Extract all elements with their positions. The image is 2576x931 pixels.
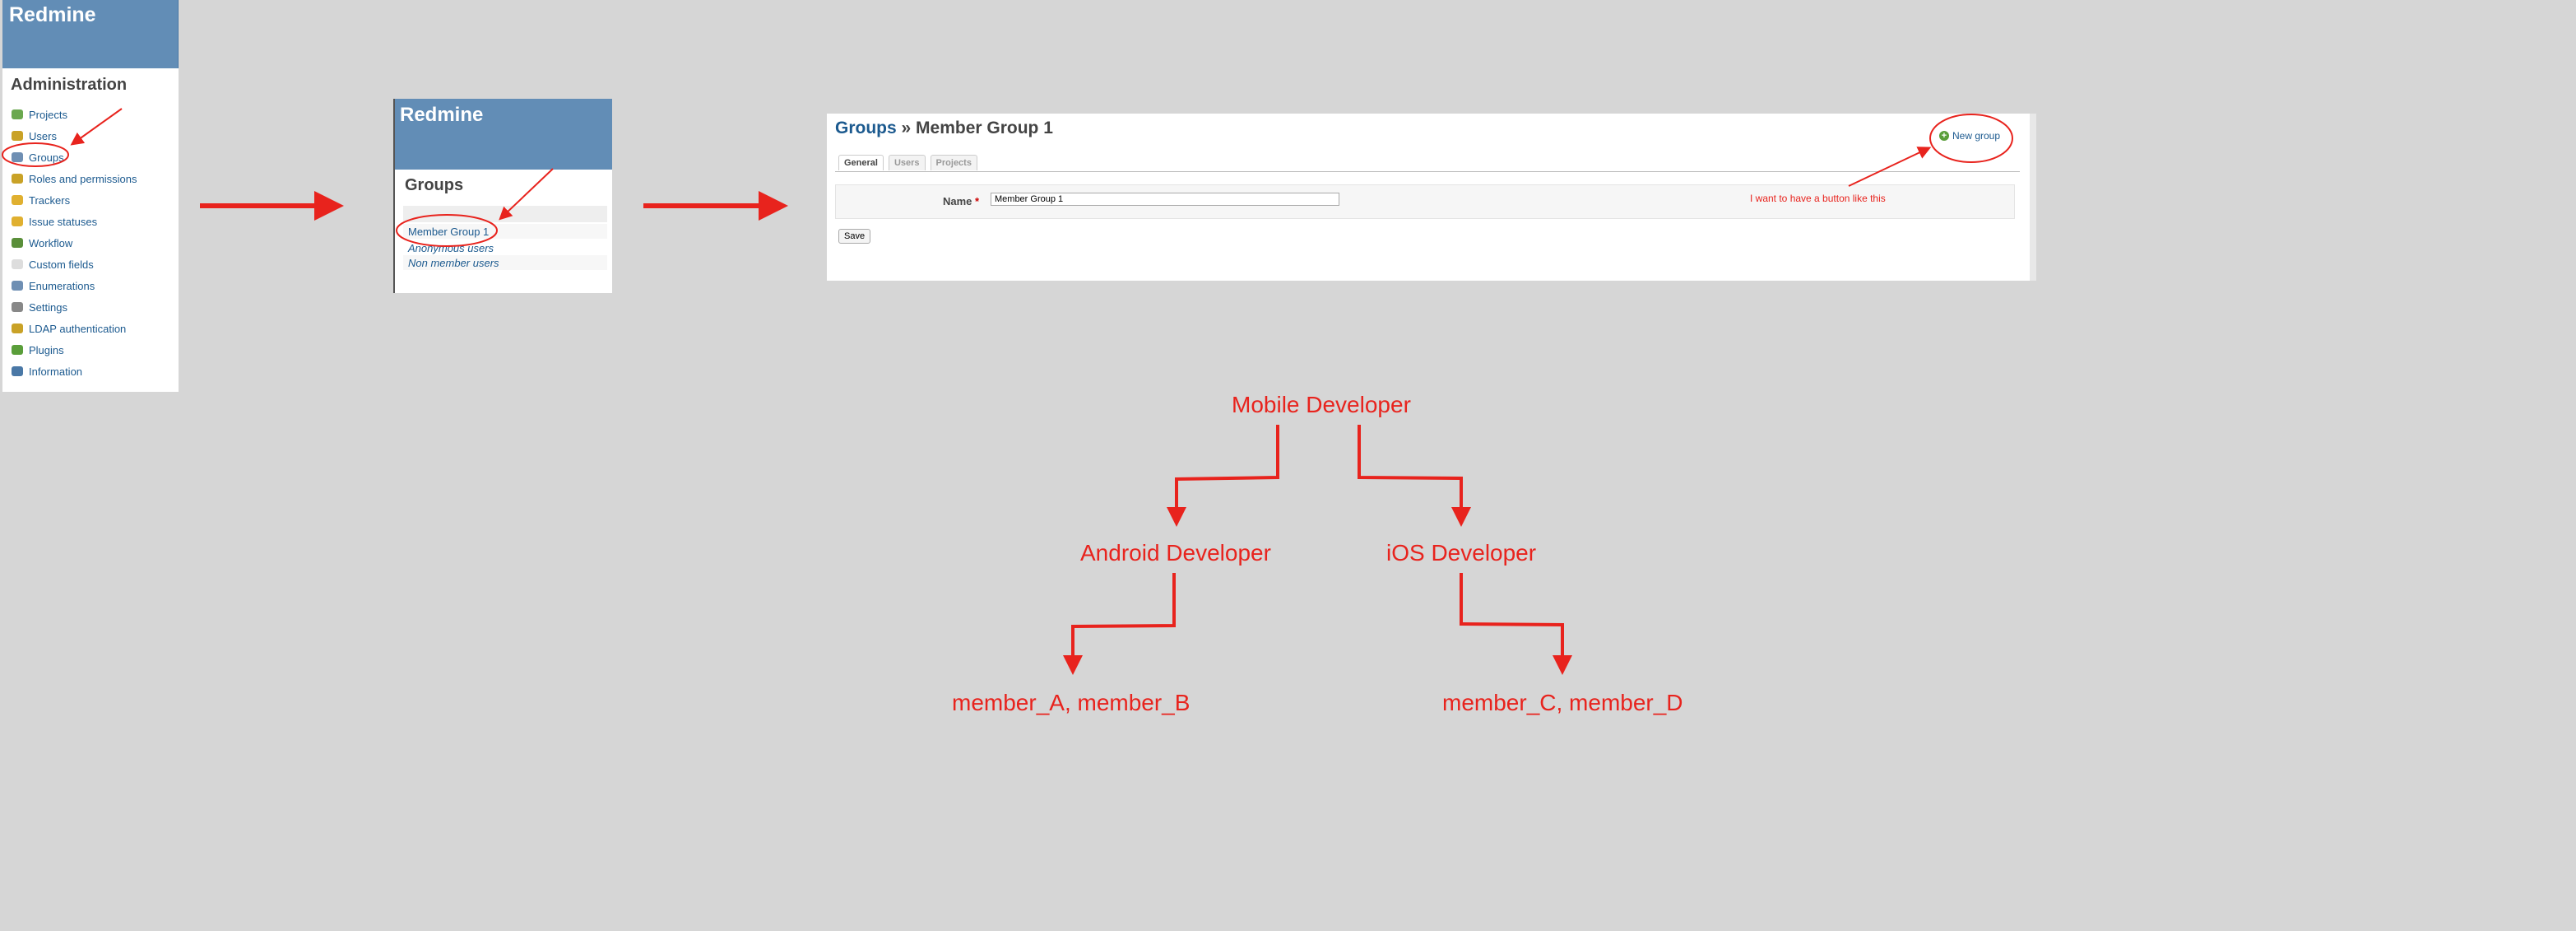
admin-menu-information[interactable]: Information bbox=[12, 361, 137, 382]
tree-connector-root-android bbox=[1167, 425, 1279, 527]
name-label: Name * bbox=[943, 195, 980, 207]
admin-menu-users[interactable]: Users bbox=[12, 125, 137, 147]
annotation-note: I want to have a button like this bbox=[1750, 193, 1886, 204]
tree-connector-android-members bbox=[1063, 573, 1176, 675]
list-icon bbox=[12, 281, 23, 291]
tree-root-label: Mobile Developer bbox=[1232, 392, 1411, 417]
tab-general[interactable]: General bbox=[838, 155, 884, 170]
tree-ios-members-label: member_C, member_D bbox=[1442, 690, 1683, 715]
admin-menu-ldap[interactable]: LDAP authentication bbox=[12, 318, 137, 339]
tab-divider bbox=[835, 171, 2020, 172]
app-brand[interactable]: Redmine bbox=[400, 104, 484, 126]
custom-fields-icon bbox=[12, 259, 23, 269]
breadcrumb-separator: » bbox=[896, 119, 917, 137]
group-form: Name * bbox=[835, 184, 2015, 219]
group-icon bbox=[12, 152, 23, 162]
admin-menu-groups[interactable]: Groups bbox=[12, 147, 137, 168]
admin-menu-settings[interactable]: Settings bbox=[12, 296, 137, 318]
required-marker: * bbox=[975, 195, 980, 207]
new-group-button[interactable]: + New group bbox=[1939, 130, 2000, 142]
tab-users[interactable]: Users bbox=[888, 155, 926, 170]
app-header: Redmine bbox=[395, 99, 612, 170]
group-row-non-member-users[interactable]: Non member users bbox=[403, 255, 607, 270]
plugin-icon bbox=[12, 345, 23, 355]
ticket-icon bbox=[12, 195, 23, 205]
admin-menu-trackers[interactable]: Trackers bbox=[12, 189, 137, 211]
administration-heading: Administration bbox=[11, 76, 128, 94]
admin-menu-custom-fields[interactable]: Custom fields bbox=[12, 254, 137, 275]
admin-menu-plugins[interactable]: Plugins bbox=[12, 339, 137, 361]
tree-connector-ios-members bbox=[1460, 573, 1572, 675]
app-header: Redmine bbox=[2, 0, 179, 68]
group-row-member-group-1[interactable]: Member Group 1 bbox=[403, 224, 607, 239]
admin-menu-workflow[interactable]: Workflow bbox=[12, 232, 137, 254]
workflow-icon bbox=[12, 238, 23, 248]
name-input[interactable] bbox=[991, 193, 1339, 206]
admin-menu: Projects Users Groups Roles and permissi… bbox=[12, 104, 137, 382]
groups-list-panel: Redmine Groups Member Group 1 Anonymous … bbox=[393, 99, 612, 293]
new-group-label: New group bbox=[1952, 130, 2001, 142]
breadcrumb-current: Member Group 1 bbox=[916, 119, 1053, 137]
admin-menu-panel: Redmine Administration Projects Users Gr… bbox=[2, 0, 179, 392]
admin-menu-issue-statuses[interactable]: Issue statuses bbox=[12, 211, 137, 232]
server-key-icon bbox=[12, 324, 23, 333]
projects-icon bbox=[12, 109, 23, 119]
info-icon bbox=[12, 366, 23, 376]
tree-connector-root-ios bbox=[1358, 425, 1471, 527]
groups-table-header bbox=[403, 206, 607, 222]
groups-heading: Groups bbox=[405, 176, 464, 194]
app-brand[interactable]: Redmine bbox=[9, 3, 96, 26]
admin-menu-enumerations[interactable]: Enumerations bbox=[12, 275, 137, 296]
save-button[interactable]: Save bbox=[838, 229, 871, 244]
add-icon: + bbox=[1939, 131, 1949, 141]
breadcrumb-groups-link[interactable]: Groups bbox=[835, 119, 897, 137]
key-icon bbox=[12, 174, 23, 184]
tree-android-label: Android Developer bbox=[1080, 540, 1271, 566]
admin-menu-projects[interactable]: Projects bbox=[12, 104, 137, 125]
group-edit-panel: Groups » Member Group 1 General Users Pr… bbox=[827, 114, 2036, 281]
ticket-edit-icon bbox=[12, 216, 23, 226]
group-tabs: General Users Projects bbox=[838, 155, 977, 170]
gear-icon bbox=[12, 302, 23, 312]
tab-projects[interactable]: Projects bbox=[930, 155, 977, 170]
admin-menu-roles[interactable]: Roles and permissions bbox=[12, 168, 137, 189]
breadcrumb: Groups » Member Group 1 bbox=[835, 119, 1053, 138]
tree-ios-label: iOS Developer bbox=[1386, 540, 1537, 566]
tree-android-members-label: member_A, member_B bbox=[952, 690, 1191, 715]
group-row-anonymous-users[interactable]: Anonymous users bbox=[408, 241, 494, 254]
user-icon bbox=[12, 131, 23, 141]
